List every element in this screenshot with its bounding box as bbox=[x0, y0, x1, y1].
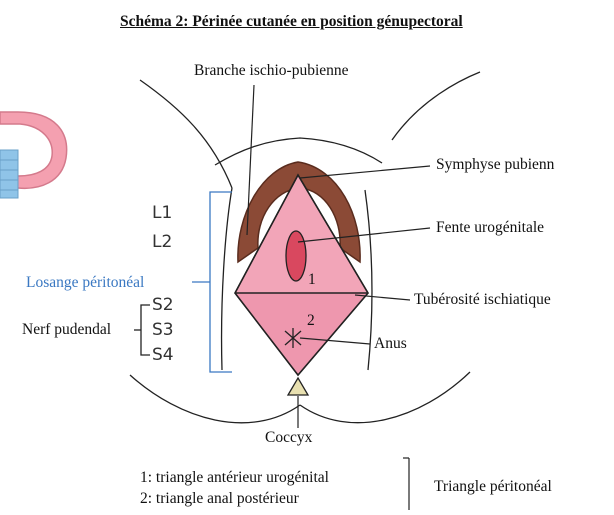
label-anus: Anus bbox=[374, 336, 407, 352]
label-symphyse: Symphyse pubienn bbox=[436, 157, 554, 173]
label-losange: Losange péritonéal bbox=[26, 275, 144, 291]
label-triangle-2: 2 bbox=[307, 313, 315, 329]
legend-item-1: 1: triangle antérieur urogénital bbox=[140, 470, 329, 486]
label-l2: L2 bbox=[152, 234, 172, 251]
label-s2: S2 bbox=[152, 297, 174, 314]
legend-item-2: 2: triangle anal postérieur bbox=[140, 491, 299, 507]
label-triangle-1: 1 bbox=[308, 272, 316, 288]
label-nerf: Nerf pudendal bbox=[22, 322, 111, 338]
nerf-bracket bbox=[134, 305, 150, 355]
label-s3: S3 bbox=[152, 322, 174, 339]
label-fente: Fente urogénitale bbox=[436, 220, 544, 236]
label-l1: L1 bbox=[152, 205, 172, 222]
label-s4: S4 bbox=[152, 347, 174, 364]
urogenital-slit bbox=[286, 231, 306, 281]
uterus-sketch bbox=[0, 112, 67, 198]
label-coccyx: Coccyx bbox=[265, 430, 312, 446]
legend-group: Triangle péritonéal bbox=[434, 479, 552, 495]
losange-bracket bbox=[192, 192, 232, 372]
label-tuberosite: Tubérosité ischiatique bbox=[414, 292, 551, 308]
coccyx-shape bbox=[288, 378, 308, 395]
label-branche: Branche ischio-pubienne bbox=[194, 63, 349, 79]
